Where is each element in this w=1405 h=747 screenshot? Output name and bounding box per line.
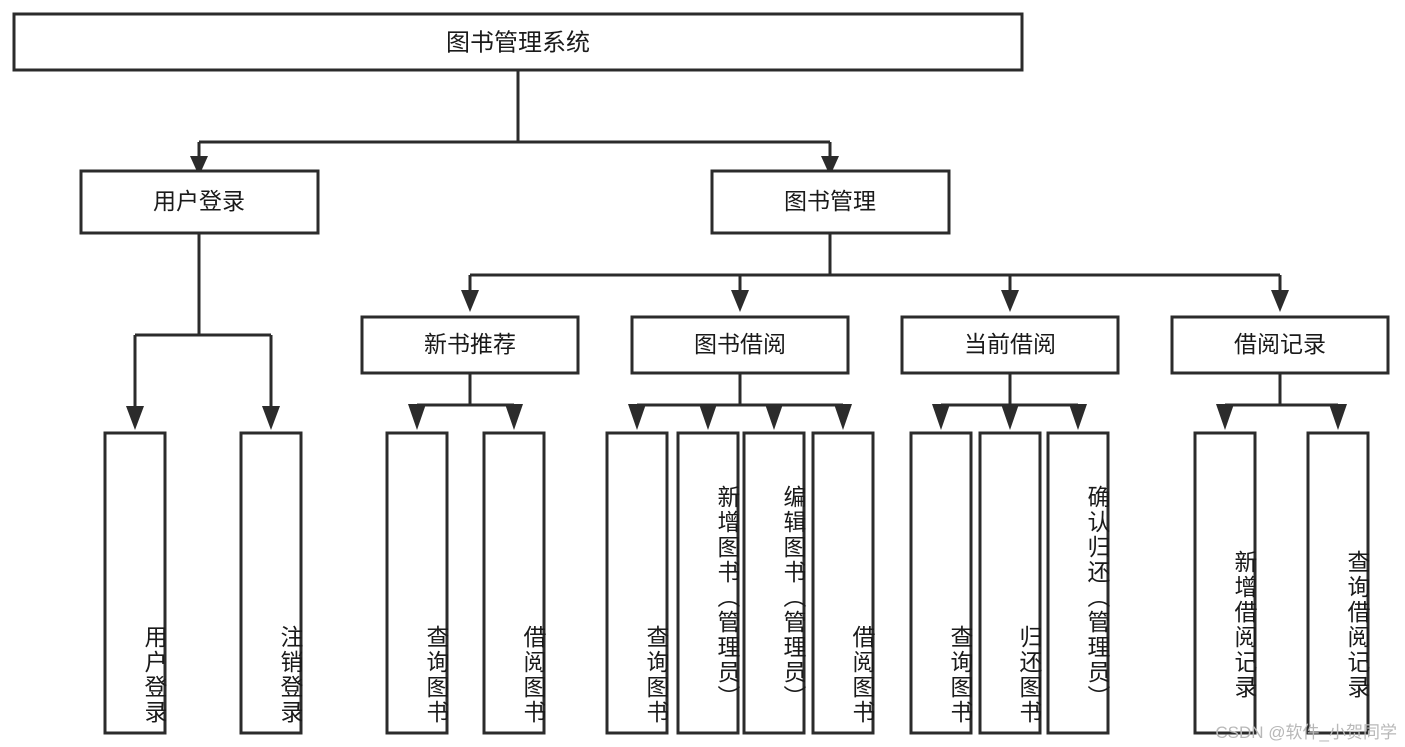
- connector-bookborrow-to-leaves: [628, 373, 852, 430]
- leaf-box-borrow-book-2[interactable]: [811, 431, 875, 735]
- node-user-login-label: 用户登录: [153, 188, 245, 214]
- node-current-borrow-label: 当前借阅: [964, 331, 1056, 357]
- connector-borrowrecord-to-leaves: [1216, 373, 1347, 430]
- node-new-book-recommend[interactable]: 新书推荐: [360, 315, 580, 375]
- leaf-box-user-login[interactable]: [103, 431, 167, 735]
- leaf-box-edit-book[interactable]: [742, 431, 806, 735]
- node-user-login[interactable]: 用户登录: [79, 169, 320, 235]
- node-new-book-recommend-label: 新书推荐: [424, 331, 516, 357]
- node-book-management[interactable]: 图书管理: [710, 169, 951, 235]
- connector-userlogin-to-leaves: [126, 233, 280, 430]
- node-root-label: 图书管理系统: [446, 29, 590, 56]
- node-root[interactable]: 图书管理系统: [12, 12, 1024, 72]
- connector-bookmgmt-to-level3: [461, 233, 1289, 312]
- leaf-box-add-book[interactable]: [676, 431, 740, 735]
- leaf-box-query-record[interactable]: [1306, 431, 1370, 735]
- connector-newbook-to-leaves: [408, 373, 523, 430]
- leaf-box-return-book[interactable]: [978, 431, 1042, 735]
- leaf-box-query-book-2[interactable]: [605, 431, 669, 735]
- leaf-box-borrow-book-1[interactable]: [482, 431, 546, 735]
- leaf-box-query-book-3[interactable]: [909, 431, 973, 735]
- leaf-box-confirm-return[interactable]: [1046, 431, 1110, 735]
- connector-root-to-level2: [190, 70, 839, 176]
- node-book-borrow[interactable]: 图书借阅: [630, 315, 850, 375]
- node-borrow-record-label: 借阅记录: [1234, 331, 1326, 357]
- leaf-boxes: [103, 431, 1370, 735]
- node-current-borrow[interactable]: 当前借阅: [900, 315, 1120, 375]
- leaf-box-query-book-1[interactable]: [385, 431, 449, 735]
- leaf-box-logout[interactable]: [239, 431, 303, 735]
- node-borrow-record[interactable]: 借阅记录: [1170, 315, 1390, 375]
- leaf-box-add-record[interactable]: [1193, 431, 1257, 735]
- connector-currentborrow-to-leaves: [932, 373, 1087, 430]
- watermark: CSDN @软件_小贺同学: [1215, 723, 1397, 742]
- node-book-borrow-label: 图书借阅: [694, 331, 786, 357]
- node-book-management-label: 图书管理: [784, 188, 876, 214]
